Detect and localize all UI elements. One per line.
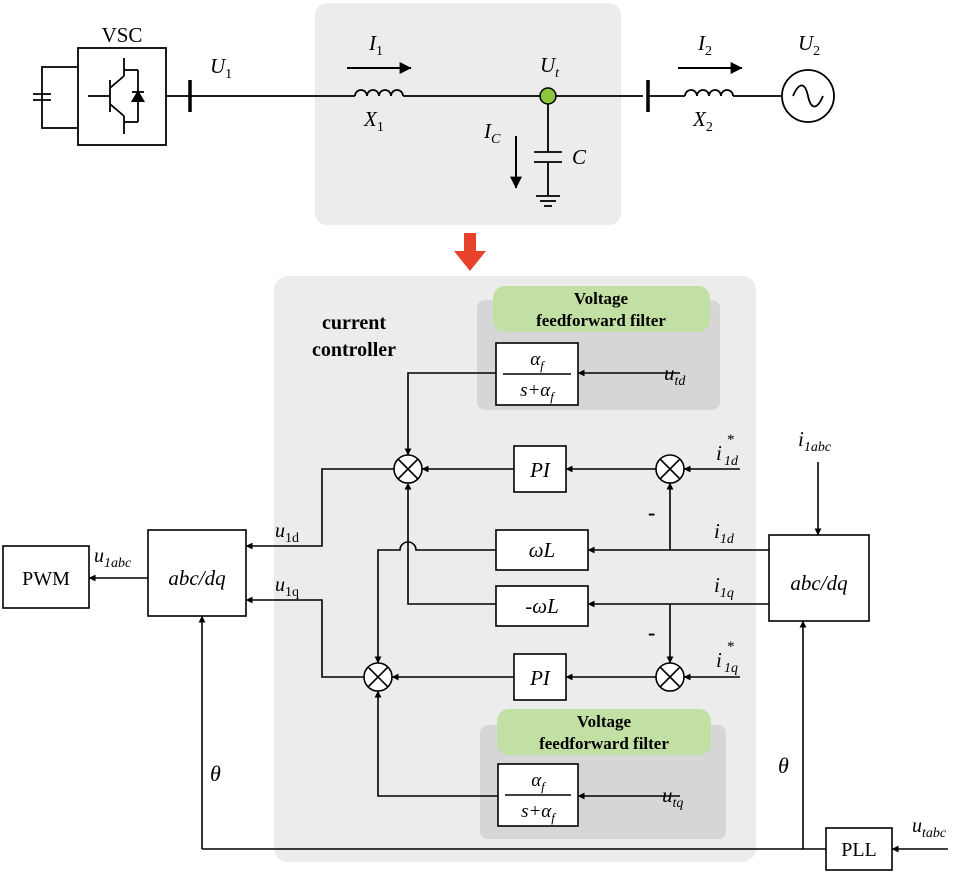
filter-title-bottom-line2: feedforward filter — [539, 734, 669, 753]
c-label: C — [572, 145, 587, 169]
svg-text:1q: 1q — [724, 661, 738, 676]
grid-source-icon — [781, 69, 835, 123]
filter-title-bottom-line1: Voltage — [577, 712, 632, 731]
svg-text:i: i — [716, 648, 722, 672]
u2-label: U2 — [798, 31, 820, 59]
wl-block — [495, 529, 589, 571]
u1-label: U1 — [210, 54, 232, 82]
circuit-panel — [315, 3, 621, 225]
i1abc-label: i1abc — [798, 427, 832, 455]
sum-junction-d-out-icon — [393, 454, 423, 484]
vsc-label: VSC — [102, 23, 143, 47]
pwm-label: PWM — [22, 568, 70, 590]
theta-left-label: θ — [210, 761, 221, 786]
filter-title-top-line2: feedforward filter — [536, 311, 666, 330]
theta-right-label: θ — [778, 753, 789, 778]
svg-text:*: * — [727, 432, 735, 448]
i1d-ref-label: i * 1d — [716, 432, 739, 469]
i1d-label: i1d — [714, 519, 735, 547]
controller-title-line1: current — [322, 312, 386, 334]
filter-title-top-line1: Voltage — [574, 289, 629, 308]
pwm-block — [2, 545, 90, 609]
node-ut — [539, 87, 557, 105]
pi-label-q: PI — [529, 666, 551, 690]
abcdq-right-block — [768, 534, 870, 622]
svg-text:*: * — [727, 639, 735, 655]
pll-label: PLL — [841, 839, 877, 861]
ic-label: IC — [483, 119, 501, 147]
u1d-label: u1d — [275, 520, 299, 546]
sum-junction-q-err-icon — [655, 662, 685, 692]
signal-wires — [88, 369, 948, 853]
utabc-label: utabc — [912, 815, 947, 841]
red-down-arrow-icon — [454, 233, 486, 271]
i1q-label: i1q — [714, 573, 734, 601]
filter-header-top — [493, 286, 710, 332]
neg-wl-block — [495, 585, 589, 627]
vsc-diode-icon — [131, 90, 145, 102]
controller-title-line2: controller — [312, 339, 396, 361]
x1-label: X1 — [363, 107, 384, 135]
tf-den-bottom: s+αf — [521, 801, 557, 825]
pi-block-q — [513, 653, 567, 701]
tf-num-bottom: αf — [531, 770, 547, 794]
sum-junction-d-err-icon — [655, 454, 685, 484]
neg-wl-label: -ωL — [525, 594, 559, 618]
x2-label: X2 — [692, 107, 713, 135]
i1q-ref-label: i * 1q — [716, 639, 738, 676]
sum-junction-q-out-icon — [363, 662, 393, 692]
filter-header-bottom — [497, 709, 711, 755]
pi-label-d: PI — [529, 458, 551, 482]
tf-den-top: s+αf — [520, 380, 556, 404]
circuit — [33, 47, 835, 207]
i2-label: I2 — [697, 31, 712, 59]
abcdq-right-label: abc/dq — [790, 571, 848, 595]
ut-label: Ut — [540, 53, 560, 81]
svg-text:i: i — [716, 441, 722, 465]
u1abc-label: u1abc — [94, 545, 132, 571]
utd-label: utd — [664, 361, 686, 389]
svg-text:1d: 1d — [724, 454, 739, 469]
utq-label: utq — [662, 783, 683, 811]
abcdq-left-label: abc/dq — [168, 566, 226, 590]
i1-label: I1 — [368, 31, 383, 59]
minus-sign-d: - — [648, 500, 655, 525]
u1q-label: u1q — [275, 574, 299, 600]
minus-sign-q: - — [648, 620, 655, 645]
abcdq-left-block — [147, 529, 247, 617]
tf-num-top: αf — [530, 349, 546, 373]
wl-label: ωL — [529, 538, 556, 562]
